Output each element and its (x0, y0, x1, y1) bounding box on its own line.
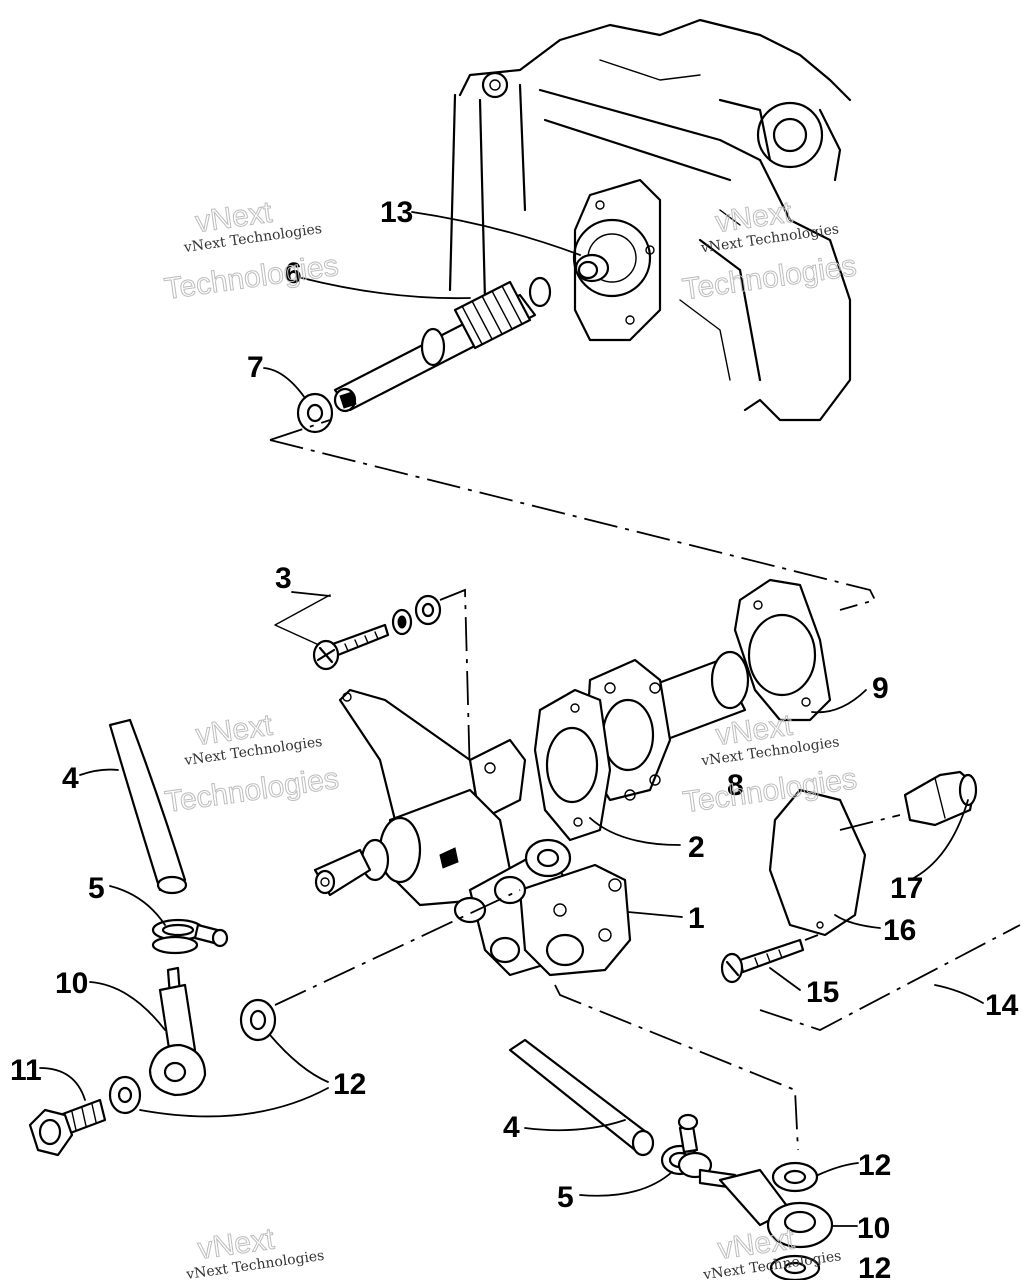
callout-10-left: 10 (55, 967, 88, 1000)
hose-4-left (108, 718, 188, 895)
assembly-boundary-top (269, 419, 877, 611)
banjo-10-left (148, 966, 207, 1097)
watermark-top-right: vNext vNext Technologies Technologies (680, 195, 859, 307)
callout-labels: 13 6 7 3 9 4 8 2 17 5 1 16 10 15 14 11 1… (10, 196, 1019, 1280)
watermark-sub: Technologies (162, 249, 340, 306)
bolt-15-axis (804, 934, 819, 941)
washer-12-left (108, 1075, 142, 1115)
washer-12-right-bottom (769, 1254, 821, 1280)
plug-17 (903, 770, 978, 827)
banjo-bolt-11 (28, 1098, 107, 1157)
callout-7: 7 (247, 351, 264, 384)
callout-2: 2 (688, 831, 705, 864)
gasket-9 (733, 578, 832, 722)
bushing-13 (574, 253, 610, 283)
assembly-boundary-right (759, 924, 1021, 1031)
watermark-sub: Technologies (680, 249, 858, 306)
callout-5-left: 5 (88, 872, 105, 905)
oil-pump-1 (313, 688, 799, 1151)
watermark-sub: Technologies (163, 762, 341, 819)
screw-3-group (274, 588, 471, 781)
bolt-15 (720, 938, 805, 984)
callout-17: 17 (890, 872, 923, 905)
callout-15: 15 (806, 976, 839, 1009)
callout-8: 8 (727, 769, 744, 802)
clamp-5-right (660, 1113, 713, 1179)
callout-12-center: 12 (333, 1068, 366, 1101)
drive-shaft-6 (333, 276, 552, 413)
washer-axis (274, 889, 521, 1006)
washer-12-right-top (771, 1161, 819, 1193)
washer-7 (296, 392, 334, 434)
callout-4-left: 4 (62, 762, 79, 795)
callout-6: 6 (285, 257, 302, 290)
gasket-2 (533, 688, 612, 842)
callout-5-right: 5 (557, 1181, 574, 1214)
watermark-mid-left: vNext vNext Technologies Technologies (162, 708, 341, 819)
hose-4-right (508, 1038, 655, 1157)
callout-13: 13 (380, 196, 413, 229)
callout-16: 16 (883, 914, 916, 947)
callout-14: 14 (985, 989, 1019, 1022)
callout-12-right: 12 (858, 1149, 891, 1182)
callout-3: 3 (275, 562, 292, 595)
callout-10-right: 10 (857, 1212, 890, 1245)
watermark-bottom-left: vNext vNext Technologies (184, 1222, 325, 1280)
watermark-top-left: vNext vNext Technologies Technologies (162, 195, 341, 306)
engine-case (448, 18, 852, 422)
plug-17-axis (839, 814, 901, 831)
cover-plate-16 (768, 788, 867, 937)
callout-11: 11 (10, 1054, 42, 1087)
banjo-10-right (698, 1168, 834, 1249)
callout-12-bottom: 12 (858, 1252, 891, 1280)
callout-9: 9 (872, 672, 889, 705)
washer-12-center (239, 998, 277, 1042)
leader-lines (39, 211, 984, 1227)
callout-4-right: 4 (503, 1111, 520, 1144)
callout-1: 1 (688, 902, 705, 935)
